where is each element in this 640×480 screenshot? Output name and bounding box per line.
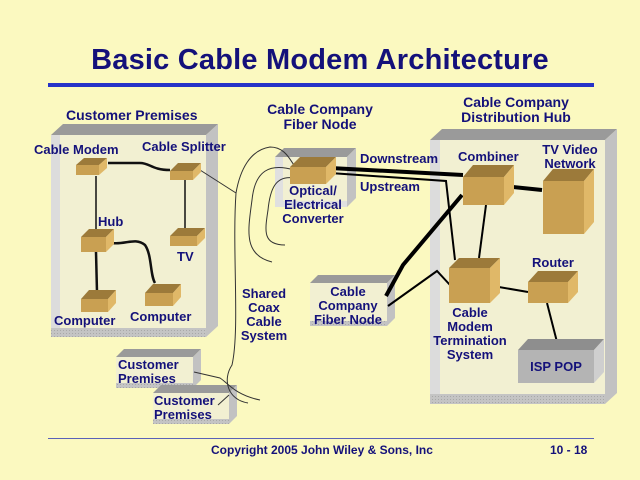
other-premises-box-2 [153, 385, 237, 424]
other-fiber-node-line3: Fiber Node [314, 312, 382, 327]
cable-modem-device [76, 158, 107, 175]
other-premises-1-label: Customer Premises [118, 358, 179, 386]
shared-coax-line1: Shared [241, 286, 287, 301]
cmts-line3: Termination [433, 333, 507, 348]
other-premises-2-line2: Premises [154, 407, 212, 422]
cable-splitter-device [170, 163, 201, 180]
combiner-label: Combiner [458, 149, 519, 164]
fiber-node-header-line1: Cable Company [267, 101, 373, 117]
distribution-hub-header: Cable Company Distribution Hub [448, 95, 584, 125]
premises-wiring [94, 161, 186, 293]
title-underline [48, 83, 594, 87]
upstream-label: Upstream [360, 179, 420, 194]
other-fiber-node-box [310, 275, 395, 326]
cmts-line4: System [446, 347, 494, 362]
computer-2-device [145, 284, 181, 306]
coax-cables [193, 146, 295, 406]
other-premises-1-line1: Customer [118, 357, 179, 372]
optical-converter-line1: Optical/ [289, 183, 337, 198]
tv-video-line1: TV Video [542, 142, 598, 157]
router-device [528, 271, 578, 303]
distribution-hub-header-line2: Distribution Hub [461, 109, 571, 125]
hub-label: Hub [98, 214, 124, 229]
tv-device [170, 228, 205, 246]
cable-modem-label: Cable Modem [34, 142, 119, 157]
fiber-node-header-line2: Fiber Node [283, 116, 357, 132]
cmts-label: Cable Modem Termination System [430, 306, 510, 362]
device-boxes [76, 157, 604, 383]
shared-coax-line3: Cable [246, 314, 282, 329]
hub-device [81, 229, 114, 252]
cable-splitter-label: Cable Splitter [142, 139, 226, 154]
cmts-line1: Cable [452, 305, 488, 320]
isp-pop-device [518, 339, 604, 383]
other-fiber-node-label: Cable Company Fiber Node [308, 285, 388, 327]
downstream-label: Downstream [360, 151, 439, 166]
customer-premises-header: Customer Premises [66, 107, 198, 123]
optical-converter-device [290, 157, 336, 184]
computer-1-device [81, 290, 116, 312]
shared-coax-line4: System [240, 328, 288, 343]
isp-pop-label: ISP POP [530, 359, 582, 374]
other-premises-2-line1: Customer [154, 393, 215, 408]
cmts-line2: Modem [447, 319, 493, 334]
tv-label: TV [177, 249, 194, 264]
footer-rule [48, 438, 594, 439]
tv-video-network-device [543, 169, 594, 234]
slide-title: Basic Cable Modem Architecture [91, 44, 549, 76]
optical-converter-line3: Converter [282, 211, 344, 226]
router-label: Router [532, 255, 574, 270]
page-number: 10 - 18 [550, 443, 588, 457]
copyright-text: Copyright 2005 John Wiley & Sons, Inc [211, 443, 433, 457]
combiner-device [463, 165, 514, 205]
other-fiber-node-line1: Cable [330, 284, 366, 299]
other-premises-box-1 [116, 349, 201, 388]
optical-converter-label: Optical/ Electrical Converter [278, 184, 348, 226]
computer-2-label: Computer [130, 309, 192, 324]
shared-coax-label: Shared Coax Cable System [236, 287, 292, 343]
tv-video-network-label: TV Video Network [538, 143, 602, 171]
cmts-device [449, 258, 500, 303]
other-fiber-node-line2: Company [318, 298, 378, 313]
optical-converter-line2: Electrical [284, 197, 342, 212]
fiber-node-header: Cable Company Fiber Node [259, 102, 381, 132]
tv-video-line2: Network [544, 156, 596, 171]
other-premises-2-label: Customer Premises [154, 394, 215, 422]
distribution-hub-header-line1: Cable Company [463, 94, 569, 110]
computer-1-label: Computer [54, 313, 116, 328]
shared-coax-line2: Coax [248, 300, 280, 315]
other-premises-1-line2: Premises [118, 371, 176, 386]
